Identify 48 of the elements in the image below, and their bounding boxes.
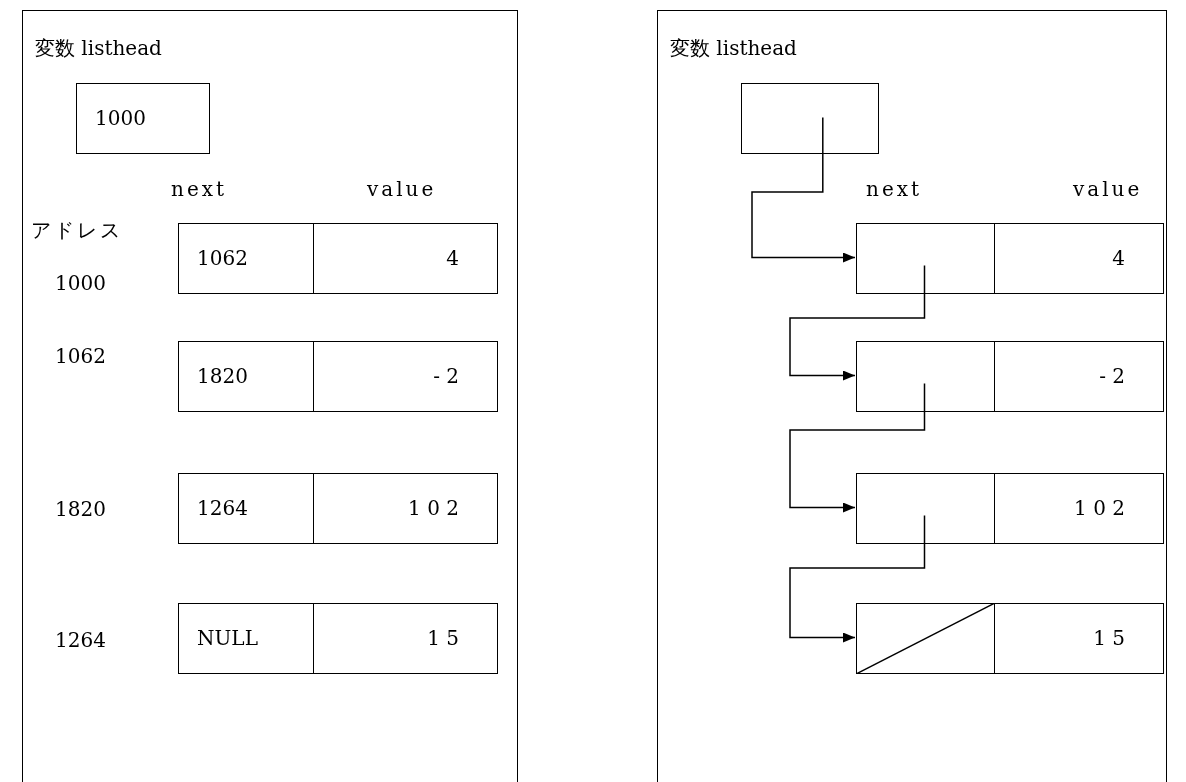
value-field-cell <box>313 341 498 412</box>
address-label: 1062 <box>55 344 106 368</box>
next-field-cell <box>856 223 995 294</box>
value-field-cell <box>994 341 1164 412</box>
memory-panel <box>657 10 1167 782</box>
variable-box <box>741 83 879 154</box>
next-field-cell <box>178 473 314 544</box>
next-field-cell <box>178 341 314 412</box>
panel-heading: 変数 listhead <box>670 35 797 62</box>
pointer-arrow <box>751 116 856 263</box>
address-label: 1264 <box>55 628 106 652</box>
value-field-cell <box>313 223 498 294</box>
value-text: 4 <box>1112 246 1125 270</box>
next-field-cell <box>856 473 995 544</box>
value-text: 1 0 2 <box>1074 496 1125 520</box>
pointer-value: 1264 <box>197 496 248 520</box>
memory-panel <box>22 10 518 782</box>
next-field-cell <box>178 603 314 674</box>
variable-value: 1000 <box>95 106 146 130</box>
pointer-value: 1820 <box>197 364 248 388</box>
null-pointer-cell <box>856 603 995 674</box>
address-header: アドレス <box>31 217 123 244</box>
address-label: 1820 <box>55 497 106 521</box>
panel-heading: 変数 listhead <box>35 35 162 62</box>
next-field-cell <box>856 341 995 412</box>
pointer-value: 1062 <box>197 246 248 270</box>
value-text: 1 5 <box>1093 626 1125 650</box>
next-field-cell <box>178 223 314 294</box>
value-text: - 2 <box>1099 364 1125 388</box>
column-header: next <box>866 177 923 201</box>
value-field-cell <box>994 473 1164 544</box>
variable-box <box>76 83 210 154</box>
address-label: 1000 <box>55 271 106 295</box>
value-text: 1 0 2 <box>408 496 459 520</box>
pointer-arrow <box>789 514 926 643</box>
value-field-cell <box>994 603 1164 674</box>
value-field-cell <box>313 473 498 544</box>
value-field-cell <box>313 603 498 674</box>
value-text: 4 <box>446 246 459 270</box>
value-field-cell <box>994 223 1164 294</box>
value-text: - 2 <box>433 364 459 388</box>
column-header: next <box>171 177 228 201</box>
pointer-arrow <box>789 264 926 381</box>
column-header: value <box>1073 177 1143 201</box>
column-header: value <box>367 177 437 201</box>
pointer-arrow <box>789 382 926 513</box>
pointer-value: NULL <box>197 626 258 650</box>
value-text: 1 5 <box>427 626 459 650</box>
